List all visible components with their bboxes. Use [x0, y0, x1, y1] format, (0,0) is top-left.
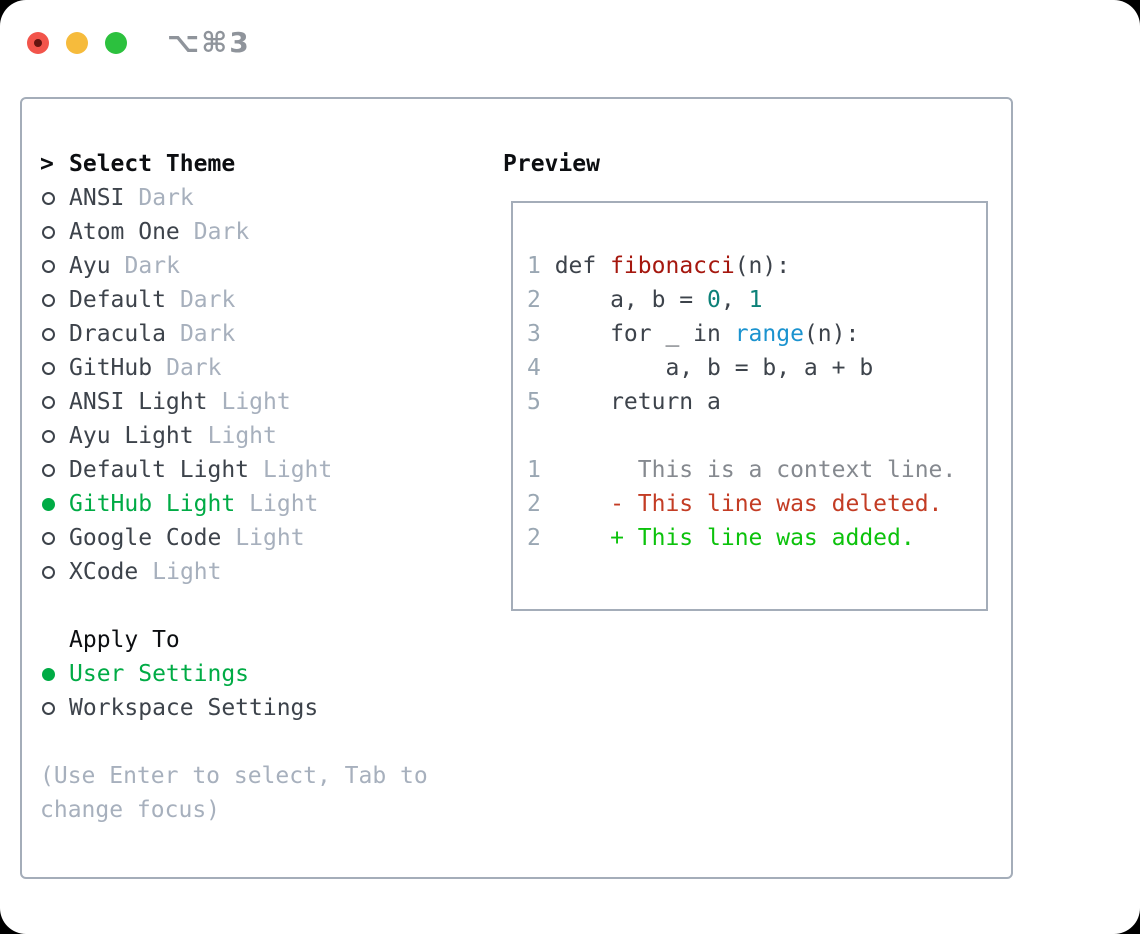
theme-name: Ayu	[69, 253, 111, 279]
apply-option-user-settings[interactable]: User Settings	[40, 657, 428, 691]
apply-to-header: Apply To	[40, 623, 428, 657]
theme-name: ANSI Light	[69, 389, 208, 415]
apply-option-label: User Settings	[69, 661, 250, 687]
apply-option-workspace-settings[interactable]: Workspace Settings	[40, 691, 428, 725]
theme-option-dracula-dark[interactable]: Dracula Dark	[40, 317, 428, 351]
theme-name: Ayu Light	[69, 423, 194, 449]
radio-selected-icon	[42, 667, 55, 681]
radio-selected-icon	[42, 497, 55, 511]
theme-list-column: > Select Theme ANSI Dark Atom One Dark A…	[40, 147, 428, 827]
theme-name: Dracula	[69, 321, 166, 347]
line-number: 2	[527, 525, 541, 551]
code-line: 4 a, b = b, a + b	[527, 355, 874, 381]
radio-icon	[42, 531, 55, 545]
radio-icon	[42, 361, 55, 375]
theme-variant: Dark	[124, 253, 180, 279]
radio-icon	[42, 259, 55, 273]
theme-option-default-dark[interactable]: Default Dark	[40, 283, 428, 317]
builtin-token: range	[734, 321, 804, 347]
number-token: 0	[707, 287, 721, 313]
theme-option-default-light[interactable]: Default Light Light	[40, 453, 428, 487]
apply-option-label: Workspace Settings	[69, 695, 319, 721]
code-line: 2 a, b = 0, 1	[527, 287, 763, 313]
code-line: 5 return a	[527, 389, 721, 415]
radio-icon	[42, 191, 55, 205]
line-number: 4	[527, 355, 541, 381]
theme-name: XCode	[69, 559, 139, 585]
theme-option-ayu-dark[interactable]: Ayu Dark	[40, 249, 428, 283]
line-number: 1	[527, 457, 541, 483]
line-number: 2	[527, 287, 541, 313]
apply-to-header-label: Apply To	[69, 627, 180, 653]
theme-option-ansi-dark[interactable]: ANSI Dark	[40, 181, 428, 215]
radio-icon	[42, 225, 55, 239]
help-text-line2: change focus)	[40, 797, 221, 823]
minimize-button[interactable]	[66, 31, 88, 54]
code-line: 3 for _ in range(n):	[527, 321, 860, 347]
theme-option-google-code-light[interactable]: Google Code Light	[40, 521, 428, 555]
theme-variant: Light	[152, 559, 222, 585]
theme-name: Default Light	[69, 457, 250, 483]
theme-name: Default	[69, 287, 166, 313]
theme-option-xcode-light[interactable]: XCode Light	[40, 555, 428, 589]
theme-variant: Light	[207, 423, 277, 449]
line-number: 1	[527, 253, 541, 279]
theme-variant: Light	[221, 389, 291, 415]
diff-deleted-line: 2 - This line was deleted.	[527, 491, 943, 517]
preview-header: Preview	[503, 151, 600, 177]
radio-icon	[42, 293, 55, 307]
theme-variant: Dark	[193, 219, 250, 245]
help-text-line1: (Use Enter to select, Tab to	[40, 763, 428, 789]
theme-variant: Dark	[138, 185, 194, 211]
diff-context-line: 1 This is a context line.	[527, 457, 957, 483]
theme-option-github-light[interactable]: GitHub Light Light	[40, 487, 428, 521]
theme-picker-header: > Select Theme	[40, 147, 428, 181]
theme-selector-panel: > Select Theme ANSI Dark Atom One Dark A…	[20, 97, 1013, 879]
theme-name: Atom One	[69, 219, 180, 245]
line-number: 5	[527, 389, 541, 415]
help-text: (Use Enter to select, Tab to change focu…	[40, 759, 428, 827]
theme-option-atom-one-dark[interactable]: Atom One Dark	[40, 215, 428, 249]
radio-icon	[42, 463, 55, 477]
line-number: 3	[527, 321, 541, 347]
theme-variant: Dark	[179, 287, 236, 313]
theme-variant: Light	[235, 525, 305, 551]
radio-icon	[42, 701, 55, 715]
function-name-token: fibonacci	[610, 253, 735, 279]
theme-variant: Dark	[166, 355, 222, 381]
radio-icon	[42, 565, 55, 579]
close-button[interactable]	[27, 31, 49, 54]
theme-name: GitHub	[69, 355, 153, 381]
prompt-marker: >	[40, 151, 54, 177]
line-number: 2	[527, 491, 541, 517]
zoom-button[interactable]	[105, 31, 127, 54]
theme-option-github-dark[interactable]: GitHub Dark	[40, 351, 428, 385]
theme-name: GitHub Light	[69, 491, 236, 517]
number-token: 1	[748, 287, 763, 313]
theme-variant: Dark	[179, 321, 236, 347]
window-title: ⌥⌘3	[167, 26, 251, 59]
diff-added-line: 2 + This line was added.	[527, 525, 915, 551]
radio-icon	[42, 429, 55, 443]
radio-icon	[42, 327, 55, 341]
theme-option-ayu-light[interactable]: Ayu Light Light	[40, 419, 428, 453]
theme-picker-header-label: Select Theme	[69, 151, 236, 177]
theme-name: Google Code	[69, 525, 222, 551]
theme-variant: Light	[249, 491, 319, 517]
blank-line	[527, 423, 986, 457]
theme-option-ansi-light[interactable]: ANSI Light Light	[40, 385, 428, 419]
radio-icon	[42, 395, 55, 409]
titlebar: ⌥⌘3	[27, 26, 251, 59]
theme-variant: Light	[263, 457, 333, 483]
theme-name: ANSI	[69, 185, 125, 211]
